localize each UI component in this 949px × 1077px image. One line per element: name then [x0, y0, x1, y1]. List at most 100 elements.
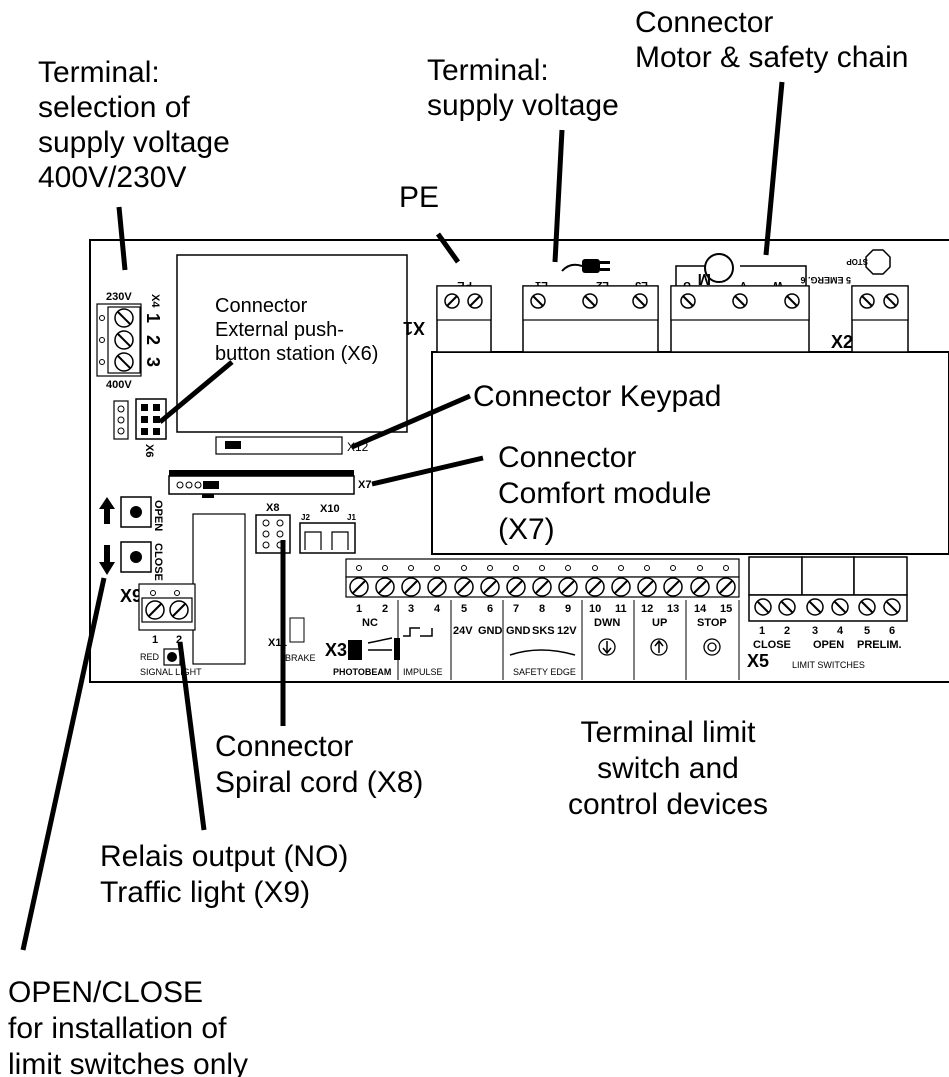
x9-signal-terminal: X9 1 2 RED SIGNAL LIGHT	[120, 583, 202, 677]
svg-text:OPEN/CLOSE: OPEN/CLOSE	[8, 976, 203, 1009]
limit-pin-3: 3	[812, 625, 818, 637]
callout-relais: Relais output (NO) Traffic light (X9)	[100, 840, 348, 909]
svg-text:M: M	[698, 270, 711, 287]
label-limit-switches: LIMIT SWITCHES	[792, 660, 865, 670]
label-x9: X9	[120, 586, 142, 606]
svg-text:Terminal limit: Terminal limit	[580, 716, 756, 749]
close-button: CLOSE	[99, 541, 164, 581]
x5-screw-icons	[754, 598, 901, 616]
safety-edge-icon	[509, 649, 576, 656]
label-400v: 400V	[106, 379, 132, 391]
up-arrow-icon	[650, 638, 668, 656]
ctrl-pin-15: 15	[720, 603, 732, 615]
x4-pin-2: 2	[143, 335, 163, 345]
ctrl-pin-13: 13	[667, 603, 679, 615]
svg-text:Spiral cord (X8): Spiral cord (X8)	[215, 766, 423, 799]
limit-pin-5: 5	[864, 625, 870, 637]
x10-connector: X10 J2 J1	[299, 503, 356, 554]
open-button: OPEN	[99, 496, 164, 531]
label-x5: X5	[747, 651, 769, 671]
label-safety-edge: SAFETY EDGE	[513, 667, 576, 677]
svg-text:Connector: Connector	[215, 730, 353, 763]
control-terminal-block: 1 2 3 4 5 6 7 8 9 10 11 12 13 14 15 NC 2…	[345, 558, 740, 680]
label-impulse: IMPULSE	[403, 667, 443, 677]
x6-connector: X6	[113, 398, 167, 457]
svg-text:Motor & safety chain: Motor & safety chain	[635, 41, 908, 74]
label-close: CLOSE	[152, 543, 164, 581]
x5-limit-switch-terminal: 1 2 3 4 5 6 CLOSE OPEN PRELIM. X5 LIMIT …	[747, 556, 908, 671]
label-12v: 12V	[557, 625, 577, 637]
callout-pe: PE	[399, 181, 439, 214]
label-red: RED	[140, 652, 160, 662]
x9-pin-2: 2	[176, 634, 182, 646]
svg-text:(X7): (X7)	[498, 513, 555, 546]
svg-text:selection of: selection of	[38, 91, 190, 124]
callout-limit-switch: Terminal limit switch and control device…	[568, 716, 768, 821]
label-stop: STOP	[697, 617, 727, 629]
callout-motor: Connector Motor & safety chain	[635, 6, 908, 74]
supply-terminal: L1 L2 L3	[522, 279, 659, 353]
label-nc: NC	[362, 617, 378, 629]
ctrl-pin-5: 5	[461, 603, 467, 615]
label-x3: X3	[325, 640, 347, 660]
x4-pin-1: 1	[143, 313, 163, 323]
callout-voltage-select: Terminal: selection of supply voltage 40…	[38, 56, 230, 194]
label-sks: SKS	[532, 625, 555, 637]
ctrl-pin-7: 7	[513, 603, 519, 615]
x3-photobeam-area: X3 PHOTOBEAM	[325, 637, 400, 677]
label-x8: X8	[266, 502, 279, 514]
transformer-block	[176, 254, 408, 433]
label-x4: X4	[149, 294, 161, 308]
svg-text:Connector: Connector	[215, 295, 308, 317]
svg-text:supply voltage: supply voltage	[427, 89, 619, 122]
svg-text:Relais output (NO): Relais output (NO)	[100, 840, 348, 873]
label-gnd: GND	[478, 625, 503, 637]
label-photobeam: PHOTOBEAM	[333, 667, 391, 677]
svg-text:400V/230V: 400V/230V	[38, 161, 186, 194]
arrow-up-icon	[99, 497, 115, 524]
svg-text:Traffic light (X9): Traffic light (X9)	[100, 876, 310, 909]
board-outline	[89, 239, 949, 683]
svg-text:Comfort module: Comfort module	[498, 477, 711, 510]
label-signal-light: SIGNAL LIGHT	[140, 667, 202, 677]
motor-terminal: M U V W	[670, 253, 810, 353]
svg-text:Terminal:: Terminal:	[427, 54, 549, 87]
impulse-switch-icon	[403, 627, 433, 637]
label-v: V	[739, 279, 747, 291]
x4-pin-3: 3	[143, 357, 163, 367]
svg-text:Connector: Connector	[635, 6, 773, 39]
ctrl-pin-11: 11	[615, 603, 627, 615]
ctrl-pin-8: 8	[539, 603, 545, 615]
x4-voltage-select-terminal: 230V X4 1 2 3 400V	[96, 291, 163, 391]
stop-icon	[703, 638, 721, 656]
svg-text:control devices: control devices	[568, 788, 768, 821]
svg-text:switch and: switch and	[597, 752, 739, 785]
svg-text:supply voltage: supply voltage	[38, 126, 230, 159]
label-24v: 24V	[453, 625, 473, 637]
label-gnd-2: GND	[506, 625, 531, 637]
label-brake: BRAKE	[285, 653, 316, 663]
limit-pin-1: 1	[759, 625, 765, 637]
label-up: UP	[652, 617, 667, 629]
limit-close-label: CLOSE	[753, 639, 791, 651]
label-u: U	[683, 279, 691, 291]
label-stop-sign: STOP	[846, 257, 868, 266]
svg-text:limit switches only: limit switches only	[8, 1048, 248, 1077]
stop-sign-icon: STOP	[846, 249, 891, 275]
callout-supply-voltage: Terminal: supply voltage	[427, 54, 619, 122]
svg-text:Connector: Connector	[498, 441, 636, 474]
x9-pin-1: 1	[152, 634, 158, 646]
svg-text:Terminal:: Terminal:	[38, 56, 160, 89]
callout-keypad: Connector Keypad	[473, 380, 722, 413]
x2-emergency-terminal: STOP 5 EMERG. 6 X2	[800, 249, 909, 353]
ctrl-pin-12: 12	[641, 603, 653, 615]
limit-open-label: OPEN	[813, 639, 844, 651]
label-x2: X2	[831, 332, 853, 352]
ctrl-pin-9: 9	[565, 603, 571, 615]
control-terminal-screws	[349, 565, 736, 597]
label-j1: J1	[347, 513, 356, 522]
limit-pin-6: 6	[889, 625, 895, 637]
ctrl-pin-6: 6	[487, 603, 493, 615]
plug-icon	[561, 259, 610, 273]
